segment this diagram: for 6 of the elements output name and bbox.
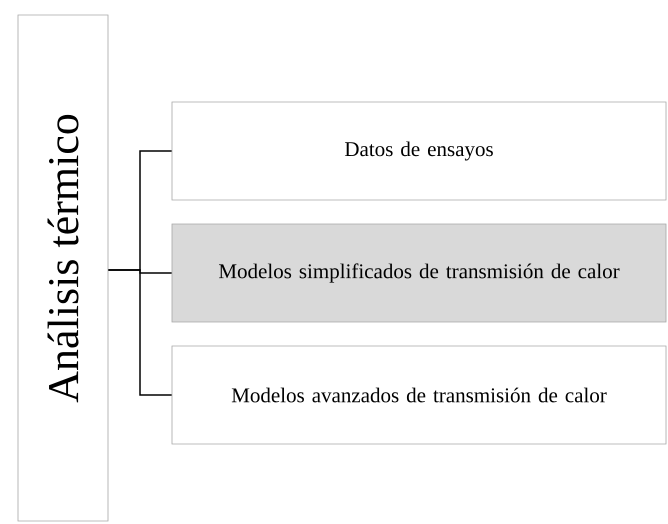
- highlighted-box: Modelos simplificados de transmisión de calor: [172, 224, 666, 322]
- category-box: Datos de ensayos: [172, 102, 666, 200]
- vertical-title: Análisis térmico: [48, 114, 78, 402]
- title-box: [18, 14, 108, 522]
- connector-line: [108, 269, 172, 396]
- category-box: Modelos avanzados de transmisión de calor: [172, 346, 666, 444]
